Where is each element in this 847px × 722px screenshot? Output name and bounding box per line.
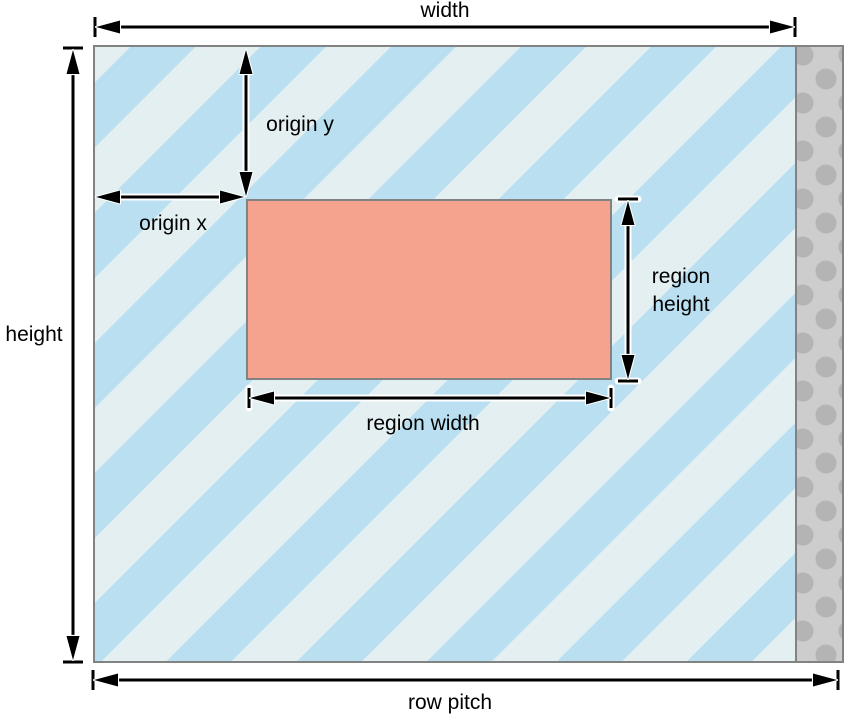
region-height-label-line1: region [651, 265, 711, 288]
region-height-label-line2: height [652, 293, 710, 316]
width-dimension-arrow [91, 13, 799, 41]
region-height-dimension-arrow [614, 195, 642, 385]
region-rect [246, 199, 612, 380]
origin-y-label: origin y [266, 113, 334, 136]
width-label: width [420, 0, 470, 22]
row-pitch-label: row pitch [407, 691, 493, 714]
row-padding-strip [795, 47, 842, 661]
origin-x-label: origin x [139, 212, 207, 235]
row-pitch-dimension-arrow [89, 666, 842, 694]
region-width-dimension-arrow [245, 384, 615, 412]
origin-x-dimension-arrow [94, 189, 246, 205]
origin-y-dimension-arrow [238, 48, 254, 198]
buffer-rect [93, 45, 844, 663]
region-width-label: region width [366, 412, 480, 435]
region-height-label: region height [652, 263, 710, 319]
height-label: height [5, 323, 63, 346]
height-dimension-arrow [59, 44, 87, 666]
